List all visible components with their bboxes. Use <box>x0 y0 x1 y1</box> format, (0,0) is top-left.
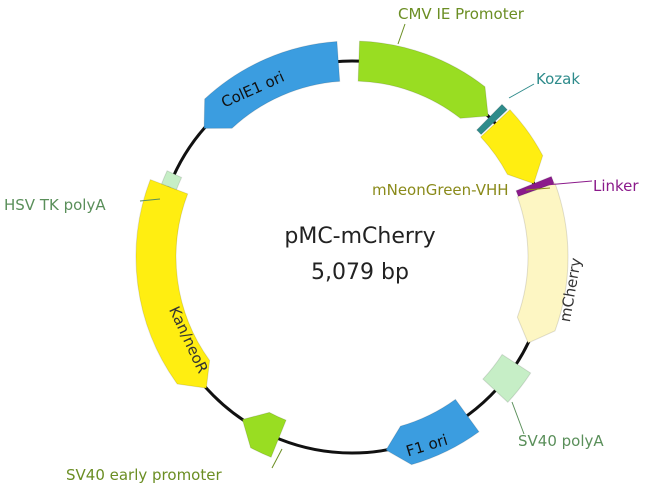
leader-lines <box>139 23 593 469</box>
plasmid-size: 5,079 bp <box>311 260 409 285</box>
f1ori-feature-arc <box>385 398 480 466</box>
hsvtk-label: HSV TK polyA <box>4 196 106 214</box>
plasmid-name: pMC-mCherry <box>284 224 435 249</box>
cmv-leader-line <box>397 23 406 45</box>
sv40early-leader-line <box>271 448 283 469</box>
mneongreen-leader-line <box>525 187 551 191</box>
linker-label: Linker <box>593 177 639 195</box>
mneongreen-label: mNeonGreen-VHH <box>372 181 509 199</box>
kozak-feature-arc <box>476 103 508 136</box>
sv40polya-leader-line <box>511 401 525 435</box>
sv40polya-label: SV40 polyA <box>518 432 604 450</box>
cole1-feature-arc <box>203 40 341 129</box>
feature-arcs <box>135 40 569 466</box>
cmv-feature-arc <box>357 40 489 119</box>
mcherry-feature-arc <box>516 182 569 344</box>
linker-leader-line <box>545 180 593 186</box>
kanneor-feature-arc <box>135 178 211 389</box>
kozak-label: Kozak <box>536 70 580 88</box>
cmv-label: CMV IE Promoter <box>398 5 525 23</box>
sv40polya-feature-arc <box>482 353 532 403</box>
linker-feature-arc <box>515 175 555 198</box>
kozak-leader-line <box>508 83 535 99</box>
mneongreen-feature-arc <box>480 108 544 185</box>
sv40early-feature-arc <box>241 411 287 458</box>
sv40early-label: SV40 early promoter <box>66 466 222 484</box>
hsvtk-leader-line <box>139 198 161 202</box>
hsvtk-feature-arc <box>160 170 183 191</box>
